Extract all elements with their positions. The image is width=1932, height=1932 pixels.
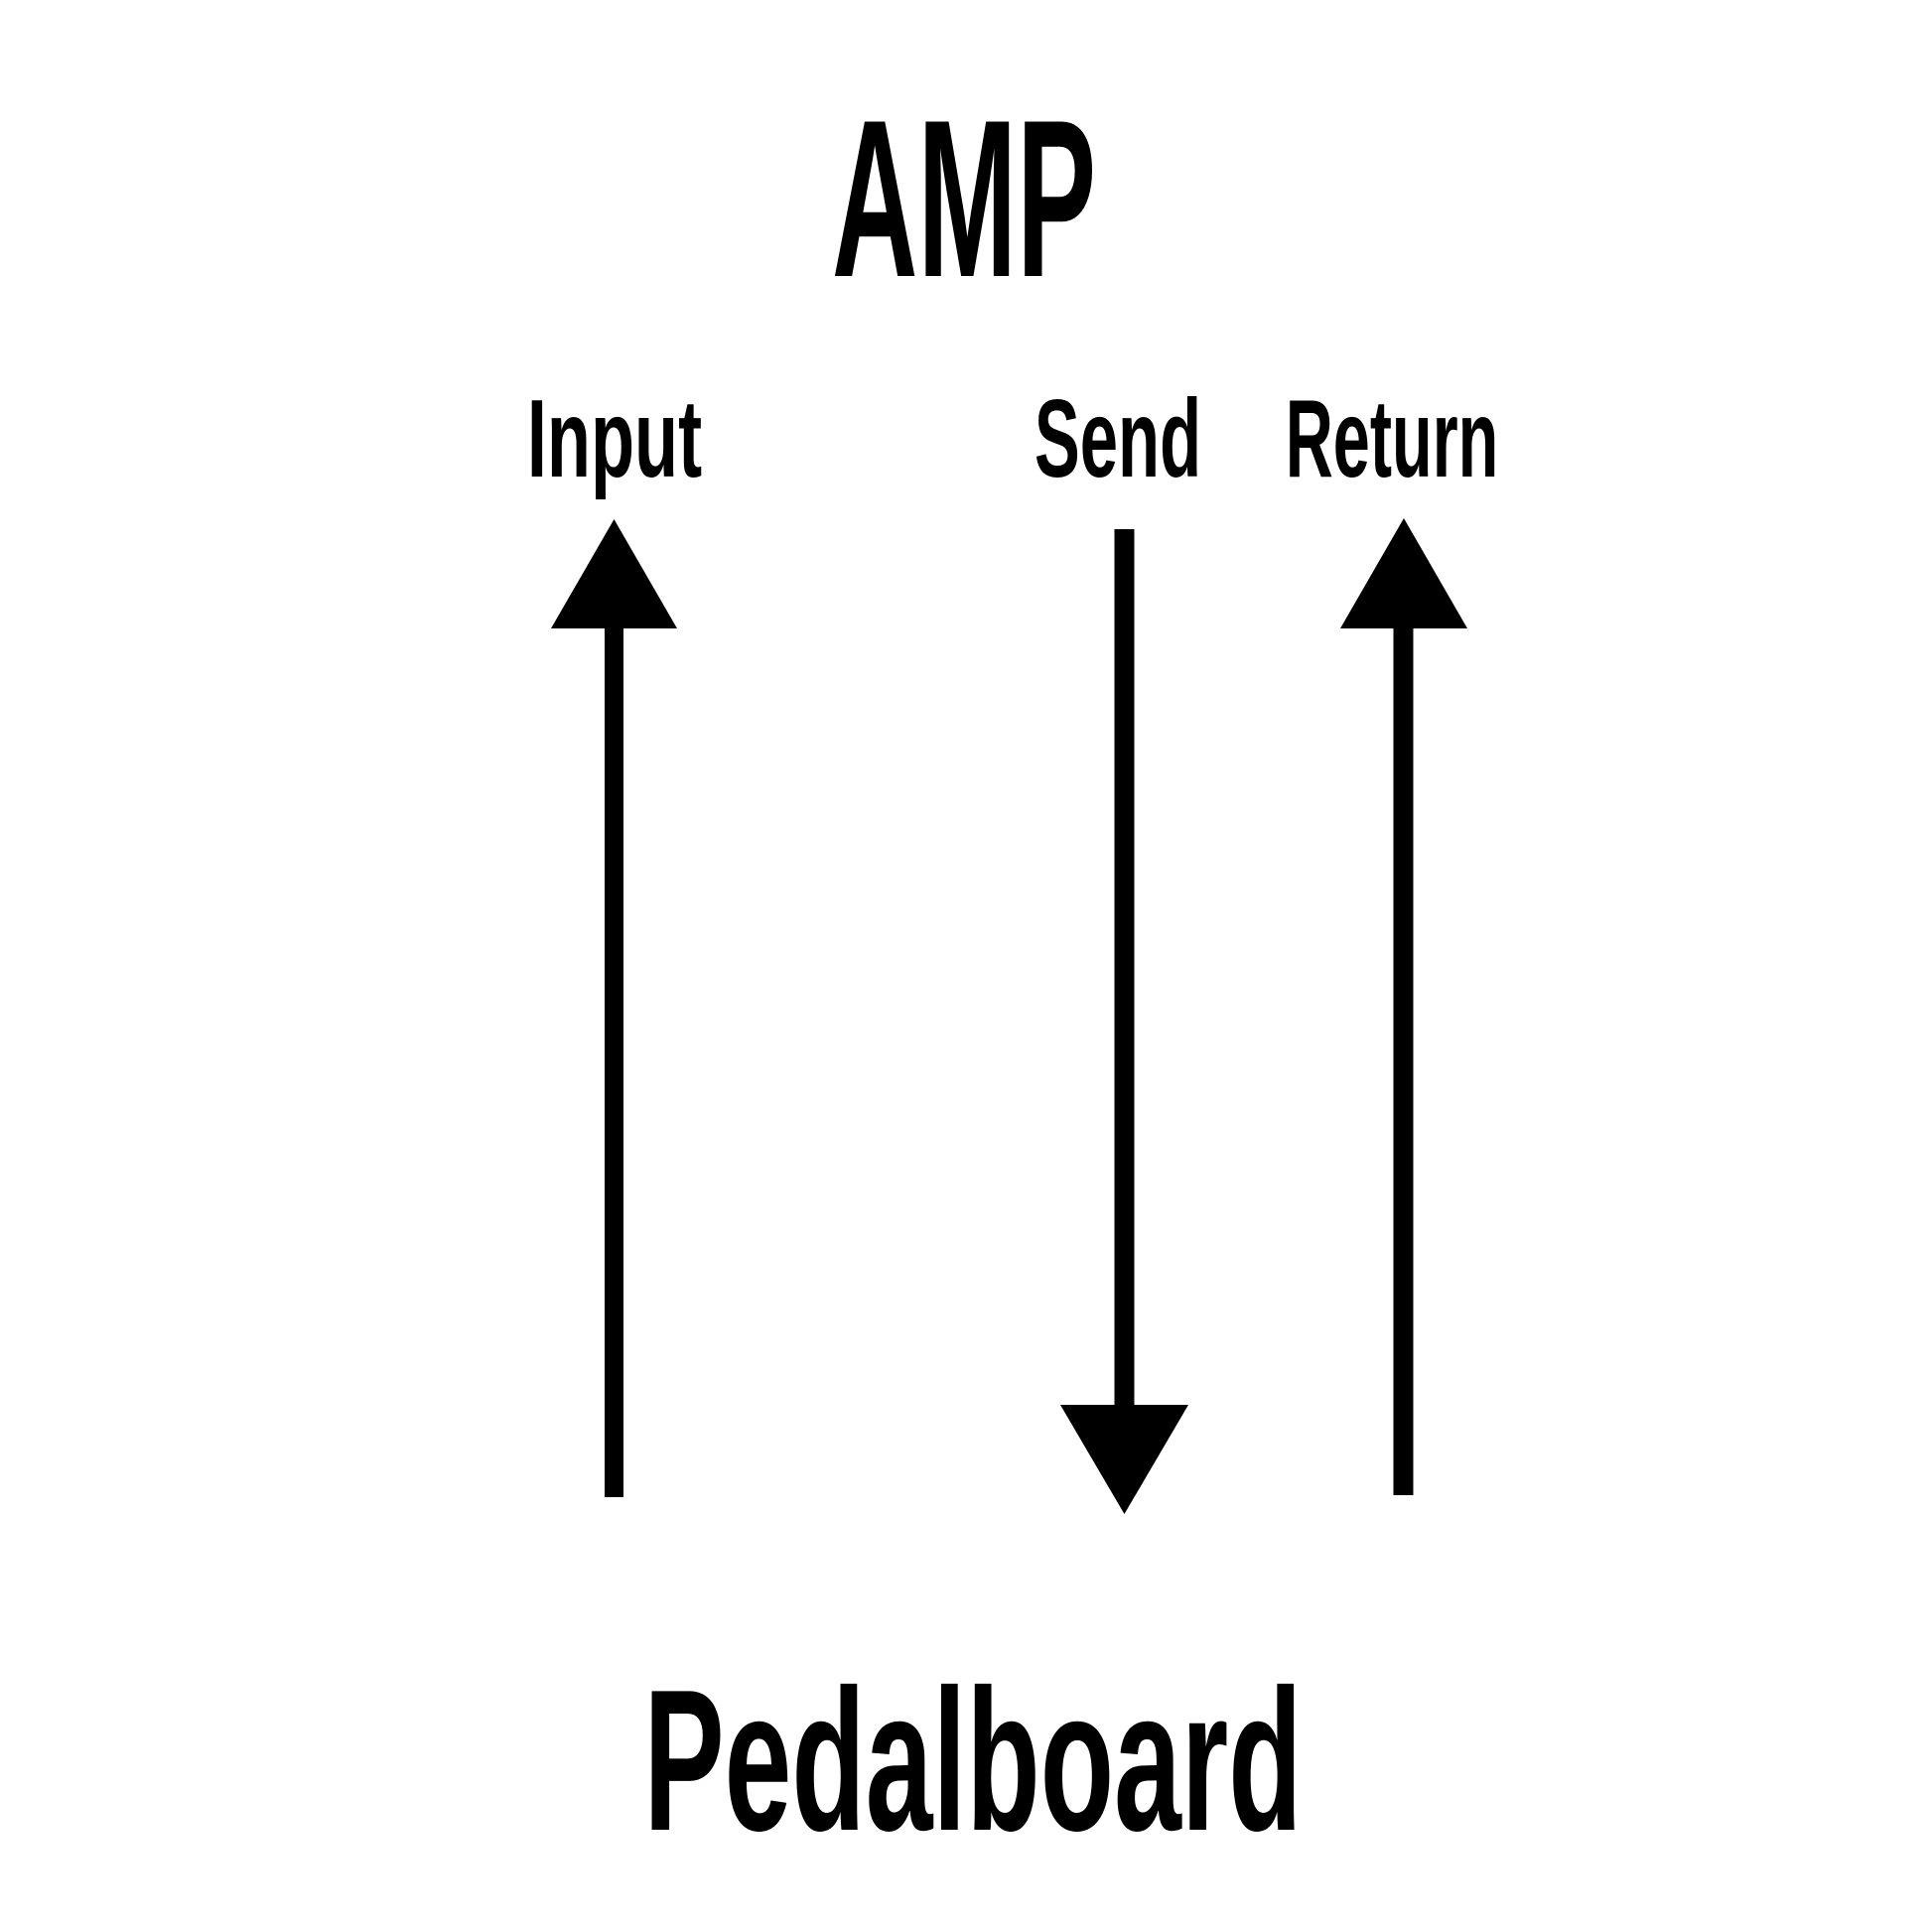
send-down-arrow-icon (1060, 529, 1188, 1514)
return-up-arrow-icon (1340, 518, 1467, 1495)
input-up-arrow-icon (551, 519, 677, 1497)
input-arrow-head (551, 519, 677, 628)
send-arrow-head (1060, 1405, 1188, 1514)
send-label: Send (1035, 376, 1201, 500)
return-label: Return (1286, 378, 1499, 501)
amp-title: AMP (832, 73, 1096, 324)
pedalboard-title: Pedalboard (643, 1648, 1302, 1873)
input-label: Input (527, 376, 702, 500)
return-arrow-head (1340, 518, 1467, 628)
